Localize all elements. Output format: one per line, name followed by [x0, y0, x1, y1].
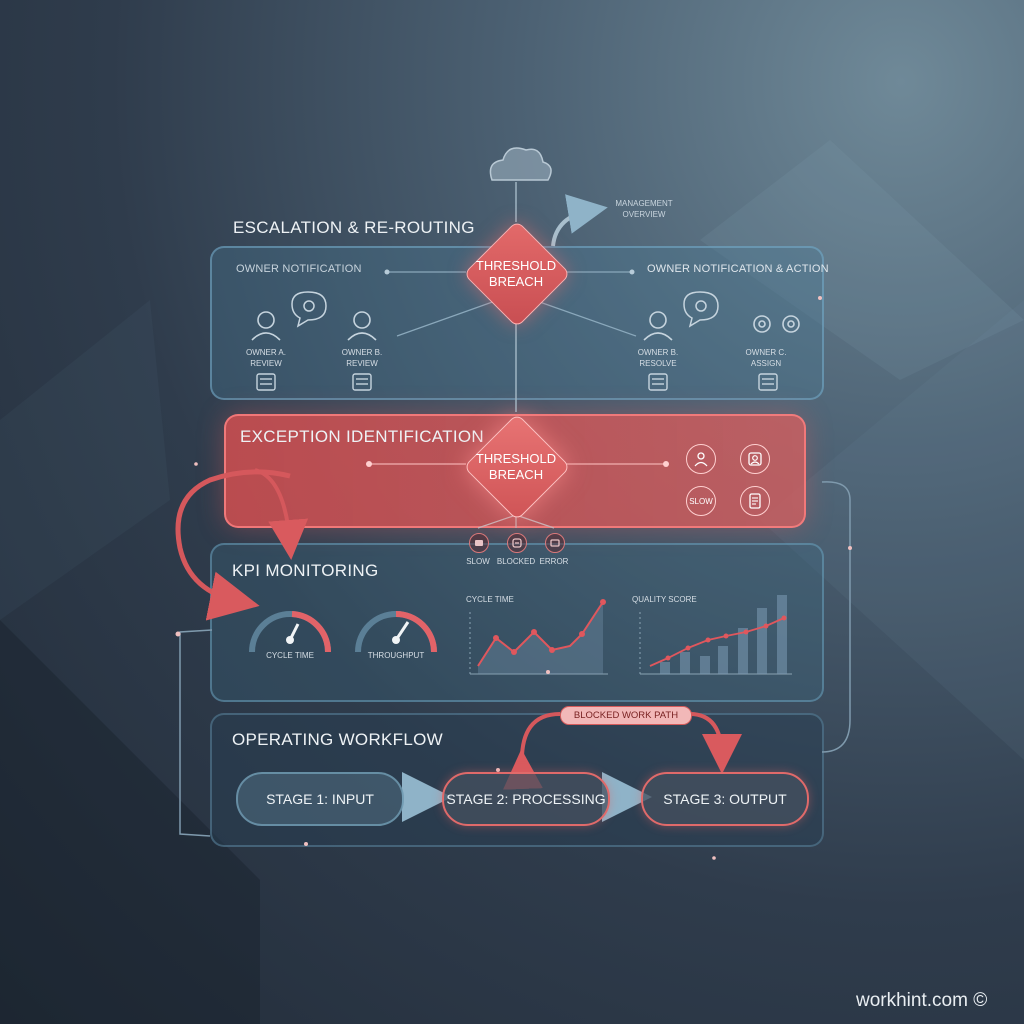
owner-b-review: OWNER B. REVIEW [341, 348, 383, 368]
watermark: workhint.com © [856, 990, 988, 1011]
stage-processing[interactable]: STAGE 2: PROCESSING [442, 772, 610, 826]
workflow-title: OPERATING WORKFLOW [232, 730, 443, 749]
stage-input[interactable]: STAGE 1: INPUT [236, 772, 404, 826]
document-alert-icon [740, 486, 770, 516]
cycle-time-chart [469, 599, 608, 675]
cloud-icon [489, 147, 552, 181]
error-status-icon [545, 533, 565, 553]
owner-notification-label: OWNER NOTIFICATION [236, 263, 362, 275]
document-icon [256, 373, 778, 391]
error-status-label: ERROR [539, 557, 569, 566]
owner-notification-action-label: OWNER NOTIFICATION & ACTION [647, 263, 829, 275]
gears-icon [753, 315, 800, 333]
exception-title: EXCEPTION IDENTIFICATION [240, 427, 484, 446]
person-alert-icon [686, 444, 716, 474]
slow-badge: SLOW [686, 486, 716, 516]
blocked-work-path-tag: BLOCKED WORK PATH [560, 706, 692, 725]
threshold-breach-label-top: THRESHOLD BREACH [475, 258, 557, 289]
speech-gear-icon [291, 291, 719, 328]
user-badge-icon [740, 444, 770, 474]
management-overview-label: MANAGEMENT OVERVIEW [615, 199, 673, 219]
quality-score-chart-title: QUALITY SCORE [632, 595, 697, 604]
gauge-throughput [355, 611, 437, 653]
escalation-title: ESCALATION & RE-ROUTING [233, 218, 475, 237]
throughput-gauge-label: THROUGHPUT [367, 651, 425, 660]
cycle-time-gauge-label: CYCLE TIME [266, 651, 314, 660]
slow-status-icon [469, 533, 489, 553]
blocked-status-label: BLOCKED [496, 557, 536, 566]
owner-a-review: OWNER A. REVIEW [245, 348, 286, 368]
owner-c-assign: OWNER C. ASSIGN [745, 348, 787, 368]
gauge-cycle-time [249, 611, 332, 653]
slow-status-label: SLOW [466, 557, 490, 566]
quality-score-chart [639, 595, 792, 675]
threshold-breach-label-main: THRESHOLD BREACH [475, 451, 557, 482]
cycle-time-chart-title: CYCLE TIME [466, 595, 514, 604]
blocked-status-icon [507, 533, 527, 553]
kpi-title: KPI MONITORING [232, 561, 379, 580]
owner-b-resolve: OWNER B. RESOLVE [637, 348, 679, 368]
stage-output[interactable]: STAGE 3: OUTPUT [641, 772, 809, 826]
user-icon [251, 311, 673, 341]
